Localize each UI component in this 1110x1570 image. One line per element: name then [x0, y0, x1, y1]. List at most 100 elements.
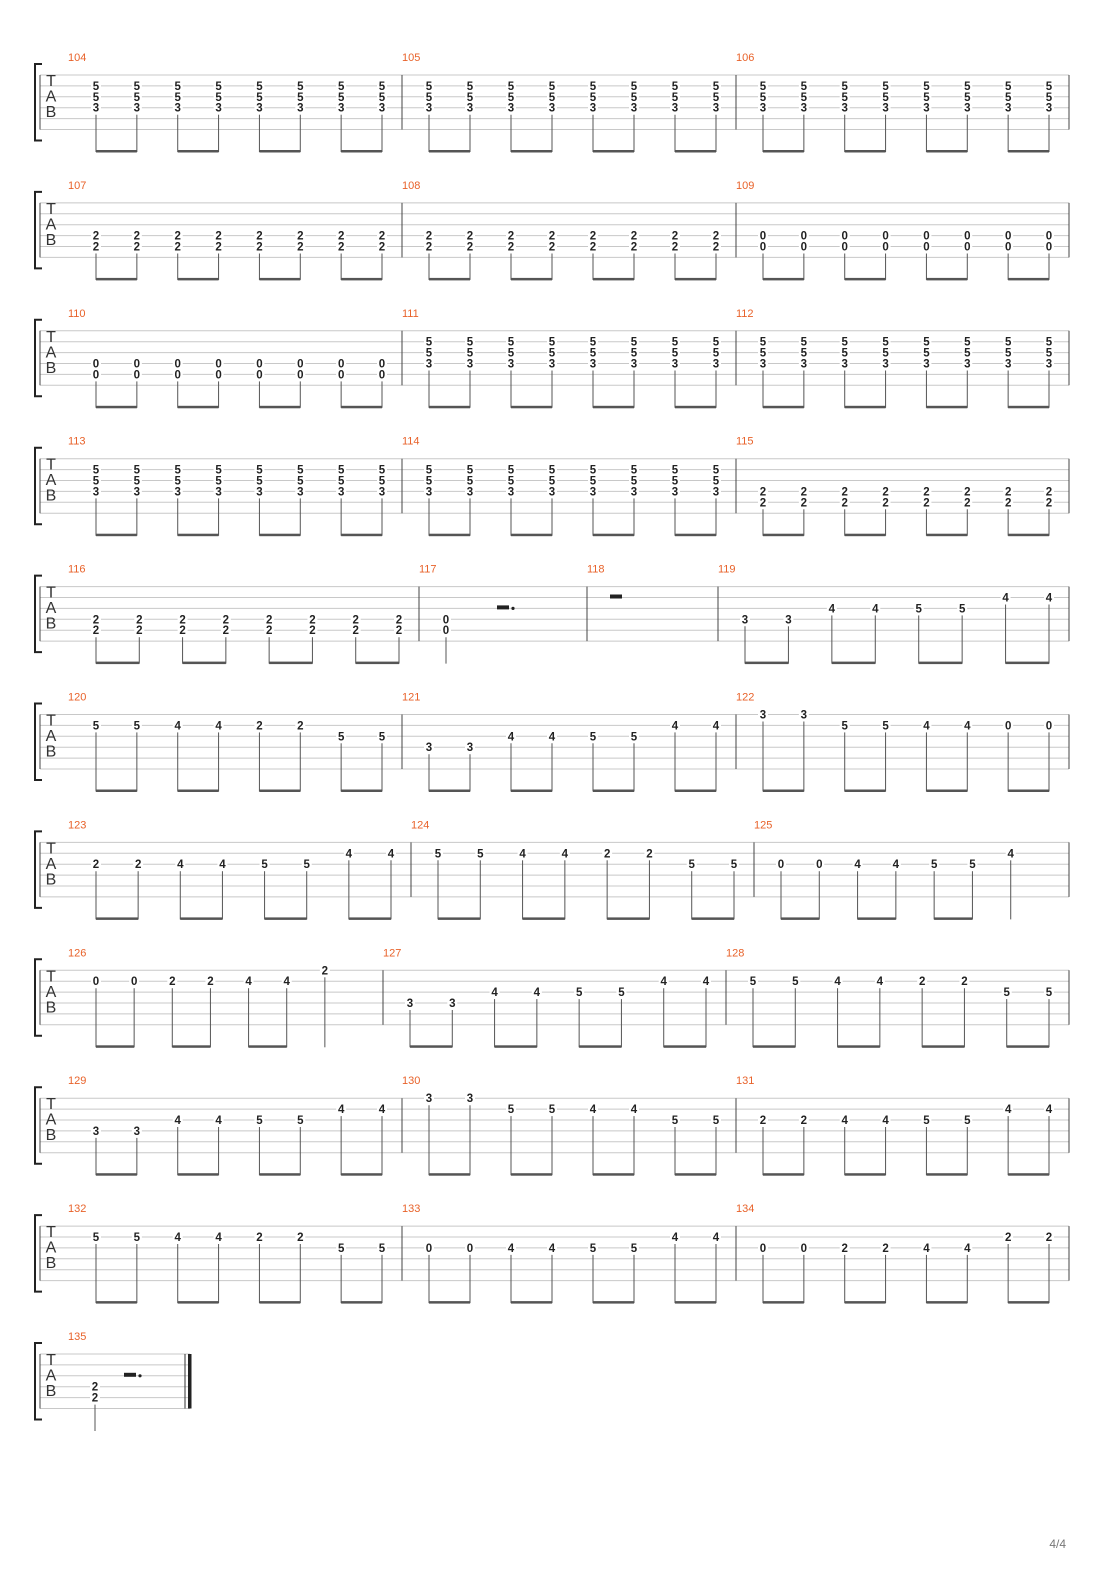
note-bg [1044, 1103, 1054, 1115]
fret-number: 3 [426, 1093, 432, 1105]
note-bg [826, 602, 837, 614]
fret-number: 0 [923, 231, 929, 243]
fret-number: 3 [923, 103, 929, 115]
note-bg [506, 229, 516, 241]
note-bg [131, 463, 142, 475]
note-bg [711, 335, 721, 347]
fret-number: 5 [713, 92, 720, 104]
note-bg [254, 368, 265, 380]
note-bg [758, 90, 768, 102]
fret-number: 2 [266, 625, 272, 637]
fret-number: 4 [1008, 848, 1015, 860]
fret-number: 0 [816, 859, 822, 871]
note-bg [758, 1114, 768, 1125]
fret-number: 5 [134, 1232, 141, 1244]
note-bg [172, 719, 183, 731]
note-bg [921, 719, 932, 731]
fret-number: 3 [256, 103, 262, 115]
beam [177, 533, 219, 537]
fret-number: 5 [338, 81, 345, 93]
note-bg [839, 79, 850, 91]
note-bg [91, 463, 101, 475]
note-bg [465, 335, 475, 347]
fret-number: 2 [93, 625, 99, 637]
fret-number: 5 [631, 348, 638, 360]
note-bg [921, 346, 932, 358]
fret-number: 5 [672, 1115, 679, 1127]
fret-number: 2 [175, 242, 181, 254]
fret-number: 3 [801, 103, 807, 115]
tab-clef-letter: T [46, 329, 56, 346]
half-rest [497, 605, 509, 610]
note-bg [131, 357, 142, 369]
fret-number: 2 [882, 497, 888, 509]
fret-number: 4 [923, 1243, 930, 1255]
note-bg [839, 496, 850, 508]
fret-number: 0 [882, 242, 888, 254]
note-bg [629, 79, 639, 91]
note-bg [917, 975, 928, 987]
note-bg [1003, 357, 1014, 369]
fret-number: 2 [631, 242, 637, 254]
fret-number: 4 [872, 603, 879, 615]
note-bg [336, 463, 347, 475]
fret-number: 0 [801, 242, 807, 254]
fret-number: 5 [297, 465, 304, 477]
tab-clef-letter: A [46, 600, 57, 617]
beam [844, 277, 886, 281]
note-bg [424, 1092, 434, 1104]
fret-number: 3 [379, 486, 385, 498]
beam [1006, 1045, 1049, 1048]
beam [341, 277, 382, 281]
fret-number: 0 [1005, 720, 1011, 732]
note-bg [839, 1114, 850, 1125]
note-bg [213, 463, 224, 475]
fret-number: 3 [379, 103, 385, 115]
fret-number: 5 [215, 476, 222, 488]
fret-number: 2 [215, 231, 221, 243]
note-bg [295, 101, 306, 113]
note-bg [962, 346, 973, 358]
fret-number: 4 [215, 720, 222, 732]
fret-number: 4 [379, 1104, 386, 1116]
fret-number: 2 [631, 231, 637, 243]
note-bg [177, 624, 188, 636]
beam [429, 277, 470, 281]
fret-number: 2 [309, 614, 315, 626]
beam [753, 1045, 796, 1048]
note-bg [629, 229, 639, 241]
fret-number: 5 [713, 337, 720, 349]
fret-number: 3 [842, 103, 848, 115]
fret-number: 2 [309, 625, 315, 637]
fret-number: 3 [1005, 359, 1011, 371]
fret-number: 2 [169, 976, 175, 988]
note-bg [921, 1114, 932, 1125]
fret-number: 5 [1046, 81, 1053, 93]
note-bg [131, 719, 142, 731]
fret-number: 4 [215, 1115, 222, 1127]
note-bg [880, 1114, 891, 1125]
note-bg [1044, 591, 1054, 603]
beam [844, 405, 886, 409]
fret-number: 5 [508, 81, 515, 93]
note-bg [1044, 335, 1054, 347]
fret-number: 5 [731, 859, 738, 871]
tab-clef-letter: B [46, 488, 57, 505]
beam [593, 277, 634, 281]
fret-number: 2 [297, 1232, 303, 1244]
beam [348, 917, 391, 920]
fret-number: 5 [1046, 92, 1053, 104]
system-bracket [34, 190, 42, 270]
fret-number: 5 [508, 476, 515, 488]
note-bg [588, 463, 598, 475]
tab-clef-letter: A [46, 1240, 57, 1257]
fret-number: 3 [923, 359, 929, 371]
note-bg [798, 346, 809, 358]
note-bg [559, 847, 570, 859]
beam [675, 789, 716, 792]
system-bracket [34, 830, 42, 909]
note-bg [921, 485, 932, 497]
note-bg [962, 101, 973, 113]
note-bg [295, 240, 306, 252]
note-bg [424, 229, 434, 241]
